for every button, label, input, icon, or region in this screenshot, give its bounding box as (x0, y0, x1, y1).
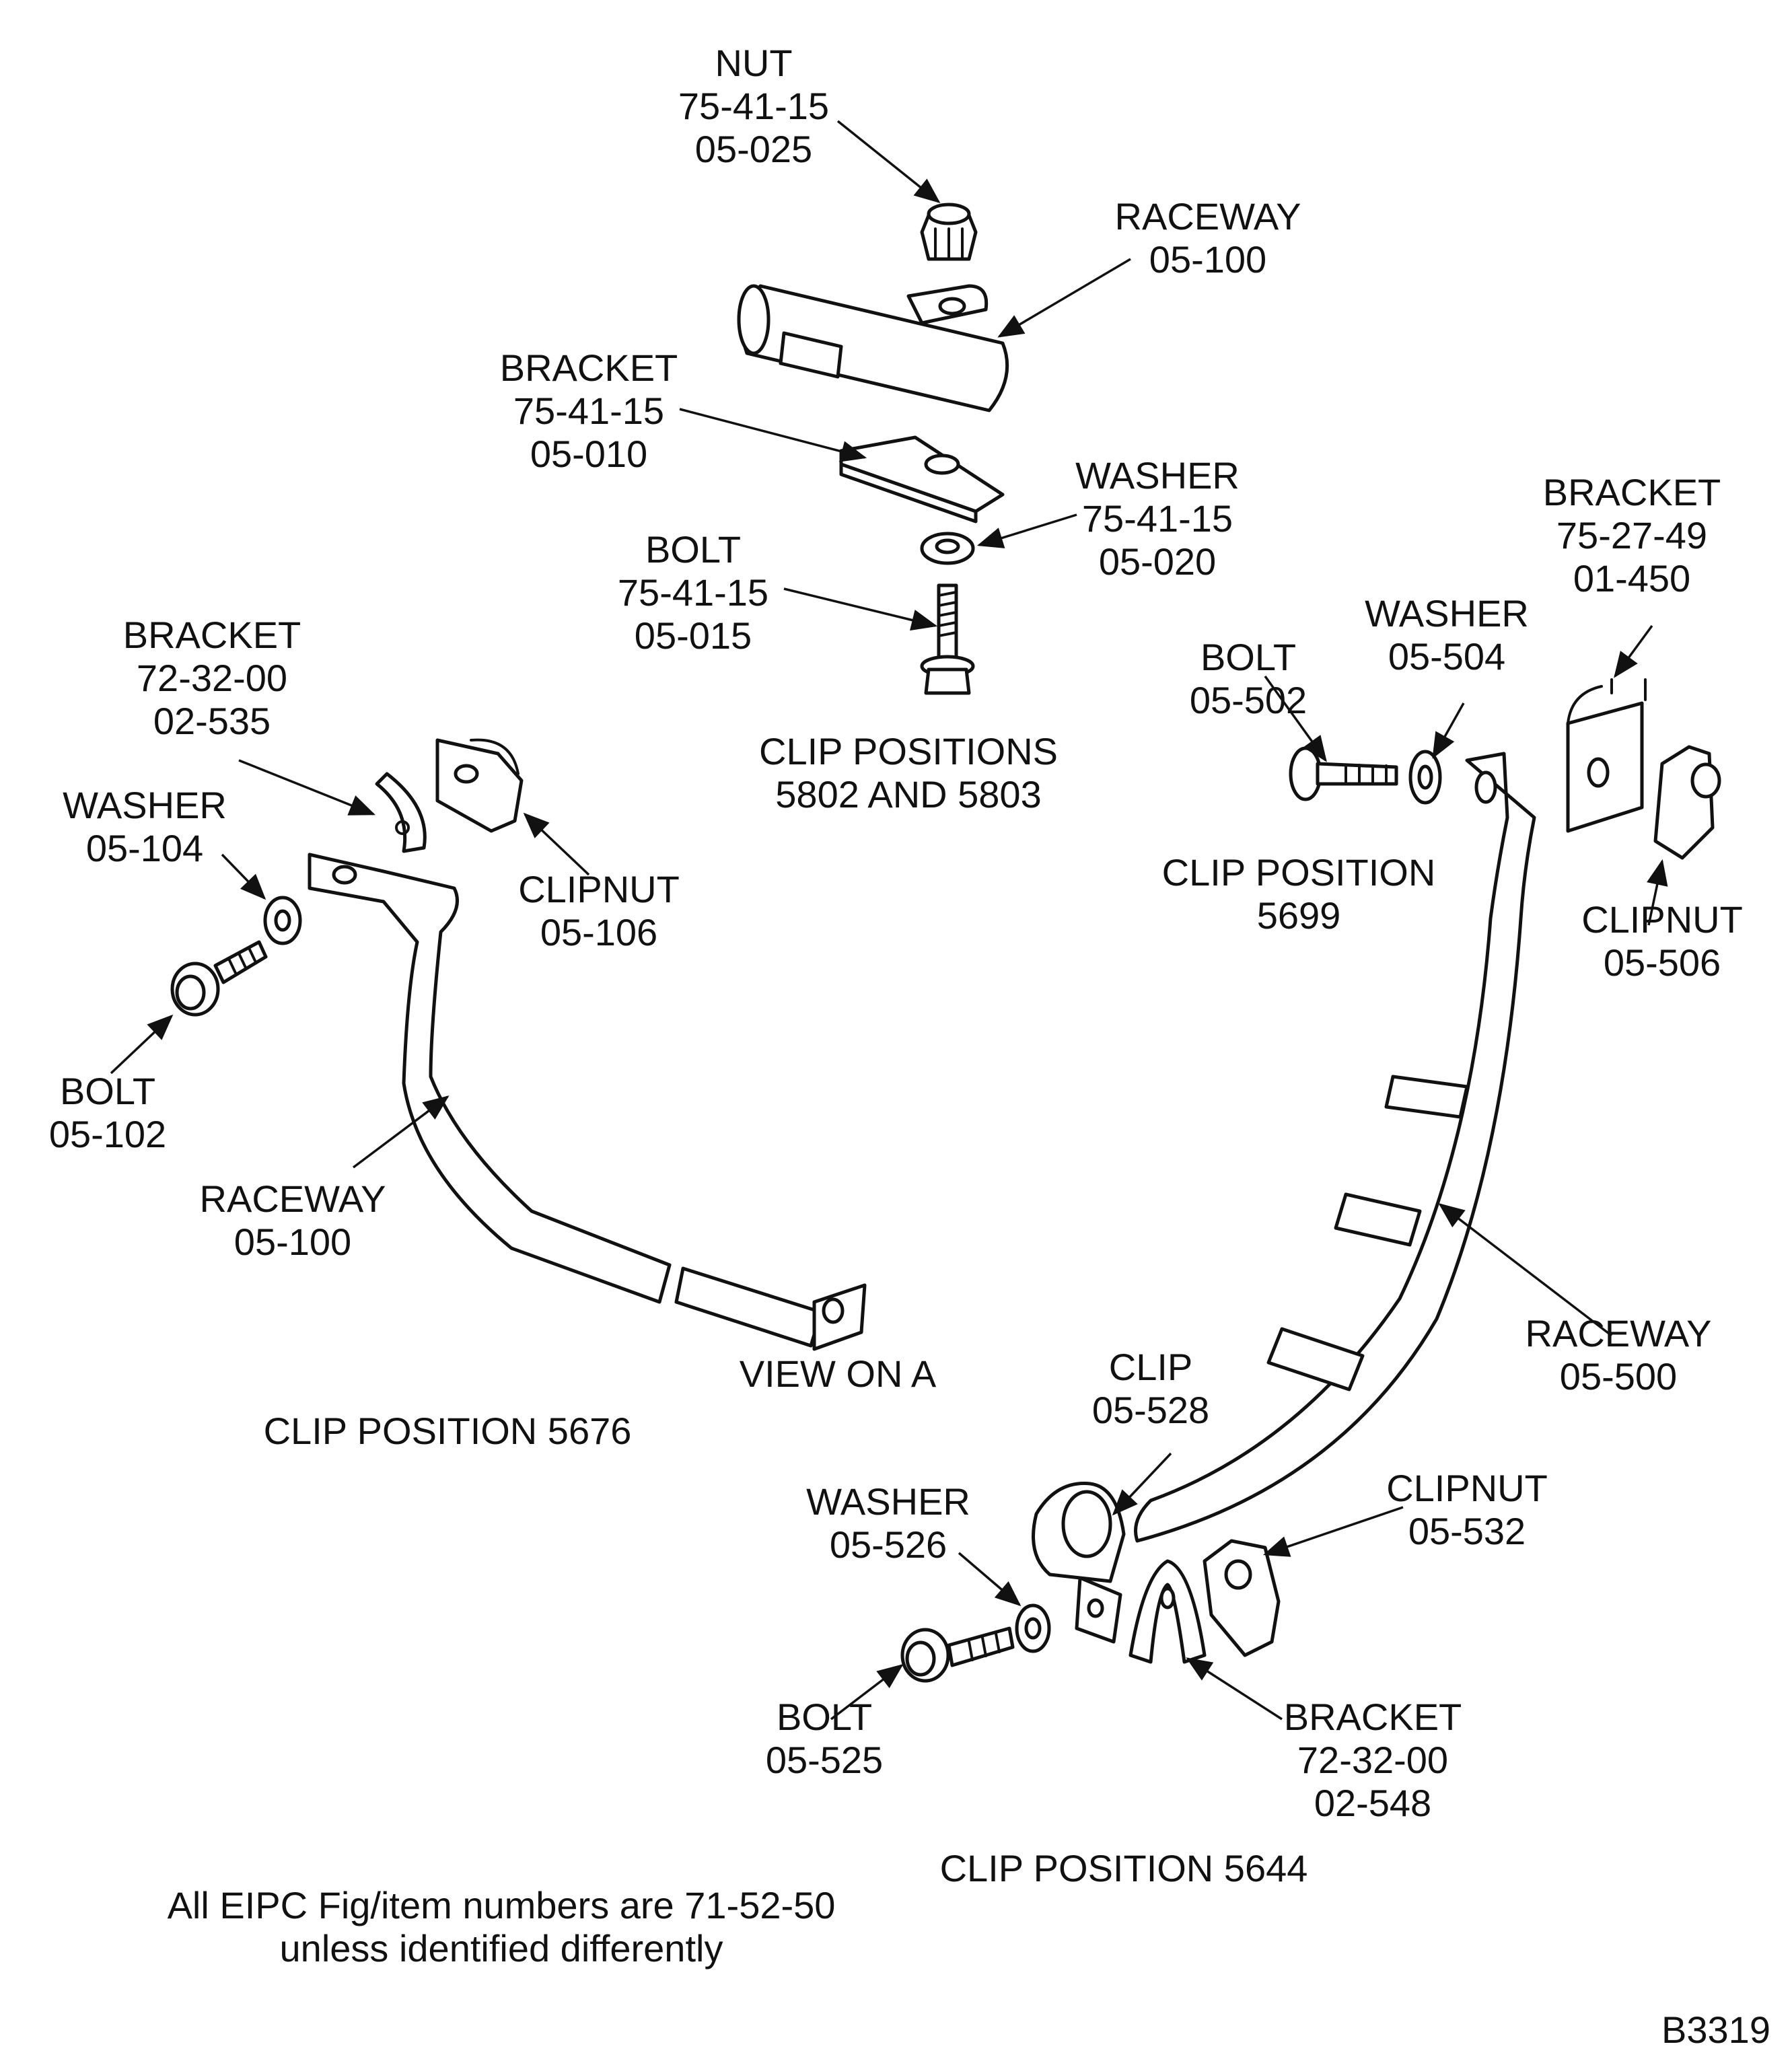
clipnut-left-part (435, 738, 524, 833)
label-clipnut-bottom: CLIPNUT 05-532 (1386, 1467, 1548, 1552)
label-bracket-bottom: BRACKET 72-32-00 02-548 (1283, 1696, 1462, 1824)
bolt-right-part (1289, 746, 1398, 801)
washer-left-part (263, 896, 302, 945)
bolt-left-part (170, 940, 268, 1017)
label-clipnut-left: CLIPNUT 05-106 (518, 868, 680, 953)
label-washer-top: WASHER 75-41-15 05-020 (1075, 454, 1240, 583)
label-clip-position-5644: CLIP POSITION 5644 (939, 1847, 1308, 1889)
label-raceway-top: RACEWAY 05-100 (1114, 195, 1301, 281)
top-assembly (679, 120, 1131, 695)
nut-top-part (920, 203, 978, 261)
label-washer-right: WASHER 05-504 (1365, 592, 1529, 678)
bracket-left-part (375, 772, 427, 853)
left-assembly (110, 738, 867, 1351)
label-bolt-left: BOLT 05-102 (48, 1070, 167, 1155)
bracket-right-part (1566, 678, 1647, 833)
right-assembly (830, 624, 1721, 1721)
bolt-bottom-part (900, 1626, 1015, 1683)
label-clipnut-right: CLIPNUT 05-506 (1581, 898, 1743, 984)
label-washer-bottom: WASHER 05-526 (806, 1480, 970, 1566)
footnote: All EIPC Fig/item numbers are 71-52-50 u… (167, 1884, 836, 1969)
label-bolt-right: BOLT 05-502 (1189, 636, 1307, 721)
label-raceway-right: RACEWAY 05-500 (1525, 1312, 1712, 1398)
label-bolt-bottom: BOLT 05-525 (765, 1696, 884, 1781)
label-bracket-left: BRACKET 72-32-00 02-535 (122, 614, 301, 742)
bolt-top-part (920, 583, 975, 695)
figure-id: B3319 (1661, 2009, 1770, 2051)
washer-right-part (1408, 750, 1442, 805)
label-clip-position-5676: CLIP POSITION 5676 (263, 1410, 632, 1452)
label-view-on-a: VIEW ON A (739, 1352, 937, 1395)
label-clip-position-5699: CLIP POSITION 5699 (1161, 851, 1436, 937)
label-bolt-top: BOLT 75-41-15 05-015 (617, 528, 769, 657)
label-washer-left: WASHER 05-104 (63, 784, 227, 869)
clipnut-bottom-part (1203, 1539, 1281, 1657)
label-nut-top: NUT 75-41-15 05-025 (678, 42, 830, 170)
raceway-left-part (308, 853, 867, 1351)
label-bracket-right: BRACKET 75-27-49 01-450 (1542, 471, 1721, 600)
label-raceway-left: RACEWAY 05-100 (199, 1178, 386, 1263)
raceway-right-part (1134, 752, 1536, 1543)
clip-bottom-part (1032, 1482, 1126, 1644)
bracket-bottom-part (1128, 1559, 1207, 1664)
bracket-top-part (839, 435, 1005, 523)
washer-bottom-part (1015, 1603, 1051, 1653)
washer-top-part (920, 532, 975, 565)
label-bracket-top: BRACKET 75-41-15 05-010 (499, 347, 678, 475)
clipnut-right-part (1653, 745, 1721, 860)
raceway-top-part (737, 284, 1009, 412)
label-clip-positions-5802: CLIP POSITIONS 5802 AND 5803 (759, 730, 1058, 816)
label-clip-bottom: CLIP 05-528 (1091, 1346, 1210, 1431)
